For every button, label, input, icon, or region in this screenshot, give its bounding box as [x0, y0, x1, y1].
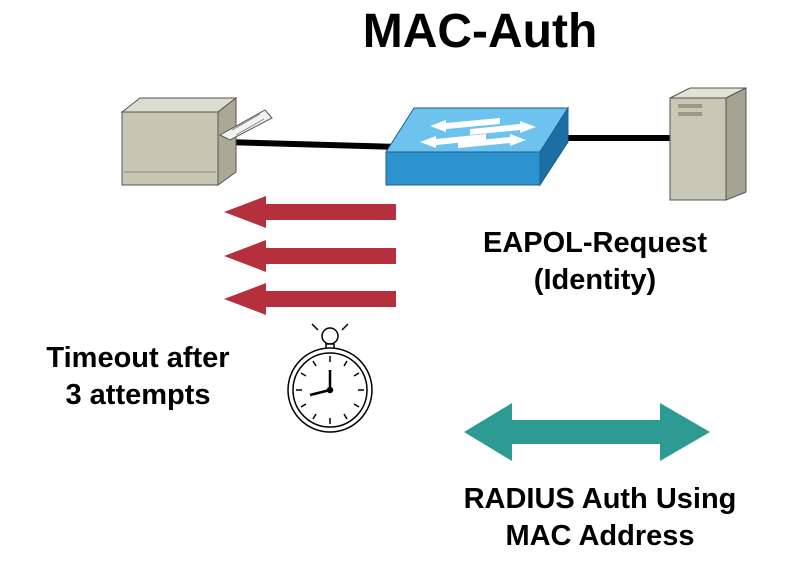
timeout-label: Timeout after 3 attempts — [8, 340, 268, 414]
request-arrow-1 — [224, 196, 396, 228]
eapol-request-line2: (Identity) — [533, 264, 657, 296]
page-title: MAC-Auth — [362, 5, 598, 58]
timeout-line2: 3 attempts — [65, 379, 211, 411]
radius-auth-label: RADIUS Auth Using MAC Address — [410, 481, 790, 555]
timeout-line1: Timeout after — [46, 342, 230, 374]
request-arrow-3 — [224, 283, 396, 315]
radius-auth-line1: RADIUS Auth Using — [463, 483, 737, 515]
server-tower-icon — [669, 87, 747, 201]
printer-icon — [120, 96, 273, 186]
link-printer-switch — [224, 139, 401, 150]
radius-auth-line2: MAC Address — [505, 520, 695, 552]
eapol-request-label: EAPOL-Request (Identity) — [450, 225, 740, 299]
request-arrow-2 — [224, 240, 396, 272]
radius-double-arrow — [464, 403, 710, 461]
stopwatch-icon — [287, 323, 373, 433]
eapol-request-line1: EAPOL-Request — [483, 227, 707, 259]
network-switch-icon — [385, 106, 569, 187]
eapol-request-arrows — [224, 196, 396, 315]
